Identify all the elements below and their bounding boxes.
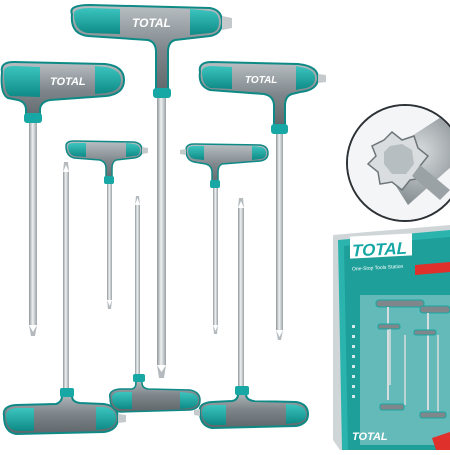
shaft-large-right: [276, 115, 283, 330]
package-spec-list: [352, 325, 355, 398]
t-handle-large-left: TOTAL: [0, 60, 126, 123]
t-handle-bottom-mid: [108, 374, 201, 413]
handle-logo: TOTAL: [245, 75, 277, 86]
shaft-bottom-mid: [135, 205, 140, 390]
shaft-large-center: [157, 50, 166, 365]
package-logo-bottom: TOTAL: [352, 431, 388, 443]
shaft-large-left: [29, 100, 37, 325]
t-handle-large-right: TOTAL: [198, 60, 326, 134]
package-tagline: One-Stop Tools Station: [352, 264, 404, 273]
shaft-small-left: [107, 170, 112, 300]
package-tools: [375, 299, 450, 419]
t-handle-large-center: TOTAL: [70, 3, 232, 98]
package-logo: TOTAL: [352, 239, 407, 261]
shaft-small-right: [213, 175, 218, 325]
torx-star-icon: [29, 162, 283, 378]
handle-logo: TOTAL: [50, 76, 86, 88]
t-handle-bottom-right: [194, 386, 310, 430]
t-handle-small-left: [65, 140, 148, 184]
torx-tip-closeup-icon: [346, 104, 450, 222]
shaft-bottom-left: [63, 172, 69, 412]
t-handle-bottom-left: [2, 388, 126, 436]
shaft-group: [29, 50, 283, 412]
retail-package: TOTAL One-Stop Tools Station TOTAL: [333, 225, 450, 450]
t-handle-small-right: [180, 143, 269, 188]
handle-logo: TOTAL: [132, 16, 171, 30]
shaft-bottom-right: [238, 208, 244, 393]
